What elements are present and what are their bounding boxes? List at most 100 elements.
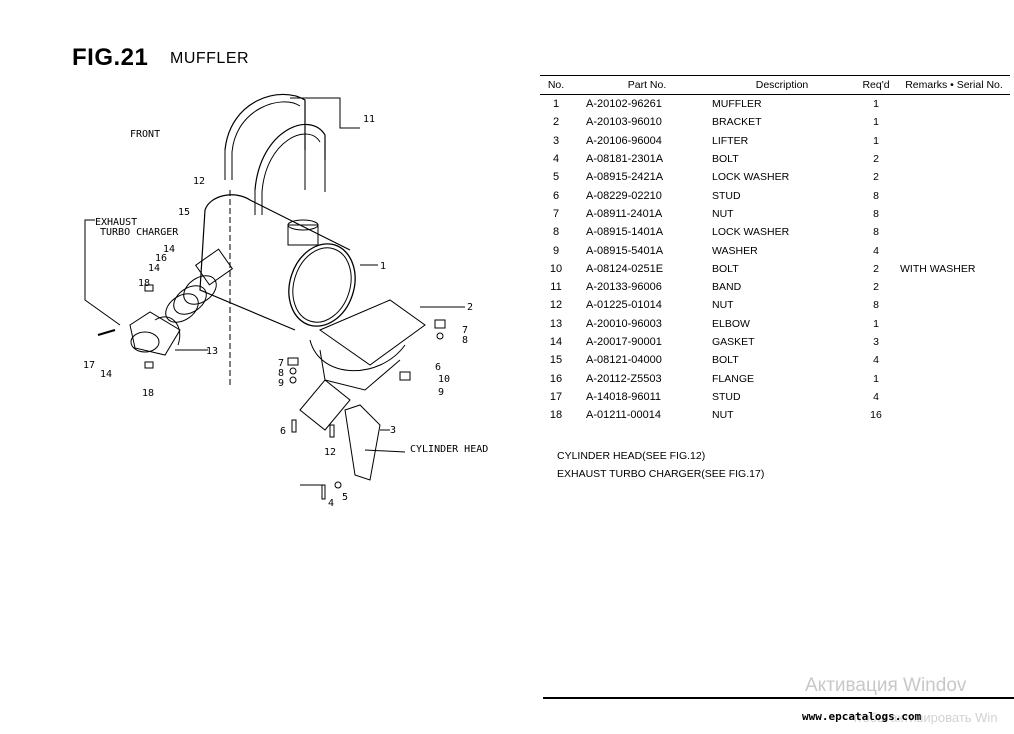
col-reqd: Req'd [854,75,898,95]
cylinder-head-label: CYLINDER HEAD [410,444,488,455]
row-part-no: A-14018-96011 [586,390,662,403]
row-no: 16 [549,372,563,385]
row-part-no: A-20103-96010 [586,116,662,129]
row-reqd: 8 [873,207,879,220]
row-part-no: A-08229-02210 [586,189,662,202]
row-part-no: A-01211-00014 [586,409,662,422]
row-part-no: A-08911-2401A [586,207,663,220]
figure-label: FIG.21 [72,44,149,71]
row-reqd: 2 [873,171,879,184]
row-remarks [898,406,1010,424]
row-description: NUT [712,207,734,220]
callout-8b: 8 [278,368,284,379]
row-description: NUT [712,299,734,312]
col-remarks: Remarks • Serial No. [898,75,1010,95]
row-no: 15 [549,354,563,367]
row-no: 6 [552,189,560,202]
callout-1: 1 [380,261,386,272]
row-part-no: A-08121-04000 [586,354,662,367]
callout-15: 15 [178,207,190,218]
row-description: LIFTER [712,134,749,147]
row-remarks [898,351,1010,369]
row-no: 2 [552,116,560,129]
row-part-no: A-20017-90001 [586,336,662,348]
row-remarks [898,186,1010,204]
row-remarks [898,113,1010,131]
row-part-no: A-20133-96006 [586,281,662,294]
row-part-no: A-08915-2421A [586,171,664,184]
row-no: 18 [549,409,563,422]
row-reqd: 1 [873,116,879,129]
table-header-row: No. Part No. Description Req'd Remarks •… [540,75,1010,95]
reference-notes: CYLINDER HEAD(SEE FIG.12) EXHAUST TURBO … [557,447,764,483]
row-no: 11 [550,281,562,294]
row-remarks [898,132,1010,150]
hardware-drawing [287,319,446,500]
row-no: 17 [549,390,563,403]
row-description: ELBOW [712,317,750,330]
row-no: 4 [552,153,560,166]
row-remarks [898,168,1010,186]
bracket-drawing [299,299,465,431]
callout-7a: 7 [462,325,468,336]
callout-18b: 18 [142,388,154,399]
row-no: 5 [552,171,560,184]
os-activation-watermark: Активация Windov [805,675,967,696]
row-no: 7 [552,207,560,220]
row-part-no: A-08124-0251E [586,262,664,275]
muffler-drawing [199,194,378,331]
turbo-charger-label: TURBO CHARGER [100,227,179,238]
row-part-no: A-08915-5401A [586,244,664,257]
row-reqd: 3 [873,336,879,348]
row-remarks [898,333,1010,351]
row-description: MUFFLER [712,98,762,111]
exhaust-label: EXHAUST [95,217,137,228]
row-no: 12 [549,299,563,312]
col-no: No. [540,75,572,95]
row-part-no: A-08915-1401A [586,226,664,239]
row-reqd: 8 [873,226,879,239]
table-row: 5 A-08915-2421A LOCK WASHER 2 [540,168,1010,186]
row-description: WASHER [712,244,758,257]
footer-divider [543,697,1014,699]
callout-14b: 14 [148,263,160,274]
row-remarks [898,296,1010,314]
callout-7b: 7 [278,358,284,369]
callout-12: 12 [193,176,205,187]
row-reqd: 1 [873,98,879,111]
row-reqd: 4 [873,354,879,367]
site-url-link[interactable]: www.epcatalogs.com [802,710,922,723]
callout-16: 16 [155,253,167,264]
callout-6b: 6 [280,426,286,437]
table-row: 7 A-08911-2401A NUT 8 [540,205,1010,223]
row-description: LOCK WASHER [712,171,790,184]
row-description: BAND [712,281,742,294]
row-remarks [898,95,1010,114]
row-remarks [898,388,1010,406]
row-reqd: 1 [873,134,879,147]
row-part-no: A-08181-2301A [586,153,664,166]
row-reqd: 1 [873,317,879,330]
row-reqd: 2 [873,153,879,166]
row-no: 10 [549,262,563,275]
callout-13: 13 [206,346,218,357]
row-no: 9 [552,244,560,257]
row-description: BOLT [712,354,739,367]
row-description: GASKET [712,336,755,348]
callout-8a: 8 [462,335,468,346]
row-no: 3 [552,134,560,147]
callout-9b: 9 [438,387,444,398]
row-no: 1 [552,98,560,111]
callout-9a: 9 [278,378,284,389]
row-reqd: 4 [873,244,879,257]
note-exhaust-turbo: EXHAUST TURBO CHARGER(SEE FIG.17) [557,468,765,480]
